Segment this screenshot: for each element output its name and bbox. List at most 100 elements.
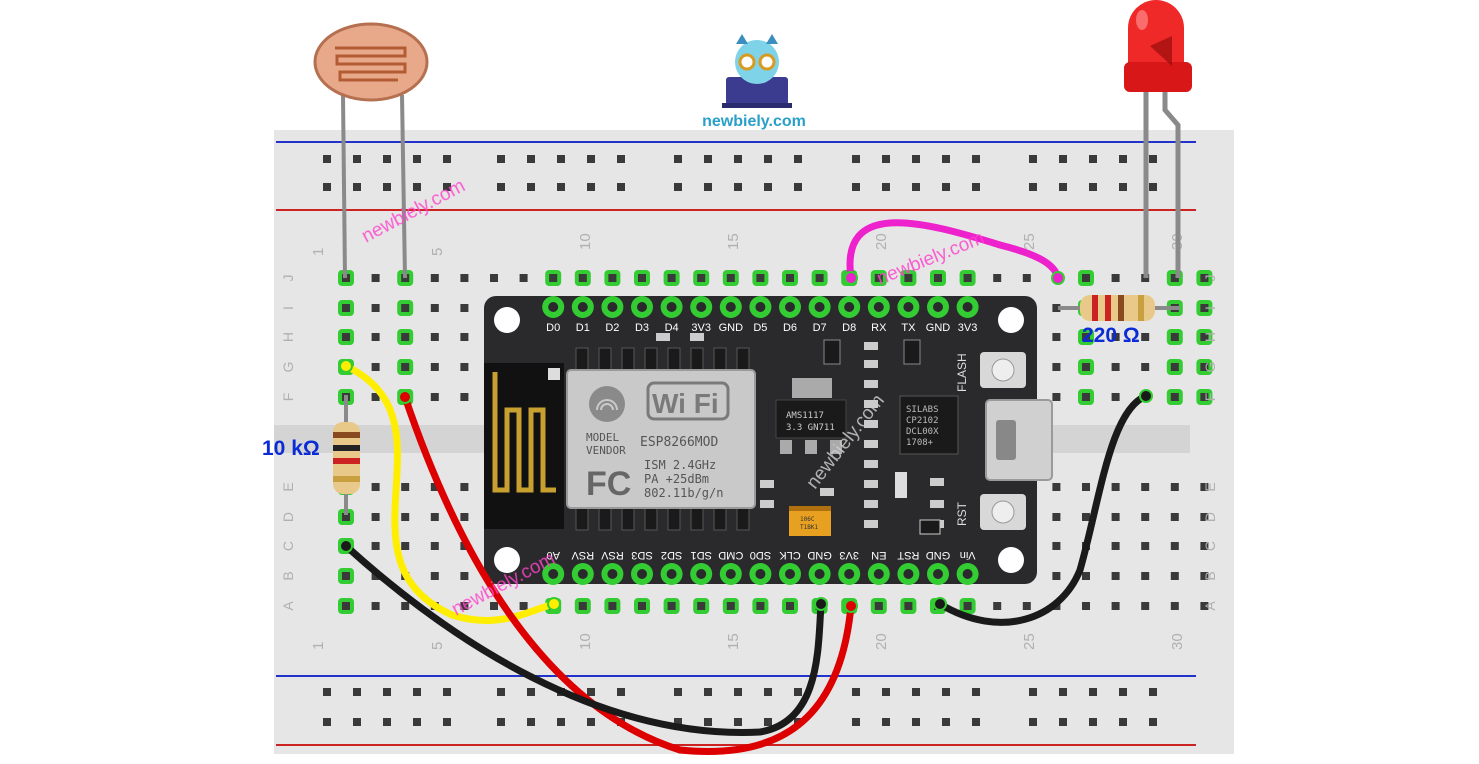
hole	[1052, 513, 1061, 521]
header-pad-hole	[607, 569, 618, 579]
hole	[342, 274, 350, 282]
module-pin	[621, 347, 635, 371]
rail-hole	[443, 155, 451, 163]
smd-part	[864, 342, 878, 350]
module-spec-ism: ISM 2.4GHz	[644, 458, 716, 472]
row-letter-left: D	[280, 512, 296, 522]
hole	[371, 483, 380, 491]
rail-hole	[942, 688, 950, 696]
rail-hole	[1029, 183, 1037, 191]
rail-hole	[587, 688, 595, 696]
col-num-bottom: 20	[873, 633, 890, 650]
rail-hole	[942, 718, 950, 726]
rail-hole	[704, 183, 712, 191]
micro-usb-port[interactable]	[985, 399, 1053, 481]
rail-hole	[617, 183, 625, 191]
smd-part	[690, 333, 704, 341]
row-letter-right: G	[1202, 362, 1218, 373]
hole	[460, 602, 469, 610]
hole	[608, 602, 617, 610]
flash-button-cap[interactable]	[991, 358, 1015, 382]
rst-button-cap[interactable]	[991, 500, 1015, 524]
rail-hole	[443, 183, 451, 191]
wire-end	[339, 539, 353, 553]
header-pad-hole	[785, 569, 795, 579]
hole	[401, 513, 410, 521]
header-pad-hole	[903, 569, 914, 579]
hole	[371, 363, 380, 371]
rail-hole	[1059, 688, 1067, 696]
rail-hole	[1029, 155, 1037, 163]
hole	[1082, 333, 1090, 341]
wire-end	[933, 597, 947, 611]
wire-end	[844, 271, 858, 285]
rail-hole	[497, 155, 505, 163]
hole	[342, 513, 350, 521]
hole	[1141, 333, 1150, 341]
hole	[1141, 363, 1150, 371]
wire-end	[814, 597, 828, 611]
logo-laptop	[726, 77, 788, 105]
hole	[1052, 393, 1061, 401]
header-pad-hole	[577, 302, 588, 312]
hole	[1111, 274, 1120, 282]
hole	[934, 274, 942, 282]
pin-label-bottom: SD2	[661, 549, 682, 561]
hole	[490, 274, 498, 282]
hole	[519, 274, 528, 282]
row-letter-right: J	[1202, 275, 1218, 282]
hole	[578, 602, 587, 610]
rail-hole	[557, 718, 565, 726]
pin-label-bottom: RSV	[571, 549, 594, 561]
wire-end	[339, 359, 353, 373]
pin-label-top: RX	[871, 322, 887, 334]
usb-chip-text-4: 1708+	[906, 438, 934, 448]
hole	[371, 602, 380, 610]
hole	[342, 333, 350, 341]
rail-hole	[704, 688, 712, 696]
header-pad-hole	[666, 569, 677, 579]
hole	[401, 363, 410, 371]
rail-hole	[323, 155, 331, 163]
rail-hole	[972, 155, 980, 163]
hole	[815, 274, 824, 282]
rail-hole	[734, 688, 742, 696]
header-pad-hole	[637, 302, 647, 312]
hole	[401, 483, 410, 491]
rail-hole	[734, 718, 742, 726]
hole	[460, 333, 469, 341]
hole	[1022, 602, 1031, 610]
hole	[460, 393, 469, 401]
pin-label-top: GND	[719, 322, 744, 334]
module-vendor: VENDOR	[586, 444, 626, 457]
rail-hole	[383, 155, 391, 163]
photoresistor	[313, 22, 429, 279]
hole	[1111, 363, 1120, 371]
led-die	[1150, 36, 1172, 66]
led-leg	[1162, 92, 1181, 278]
col-num-bottom: 25	[1021, 633, 1038, 650]
rail-hole	[674, 718, 682, 726]
hole	[638, 274, 646, 282]
smd-diode	[919, 519, 941, 535]
mounting-hole	[494, 547, 520, 573]
hole	[608, 274, 617, 282]
smd-part	[864, 460, 878, 468]
rail-hole	[527, 183, 535, 191]
rail-hole	[587, 183, 595, 191]
rail-hole	[912, 688, 920, 696]
pin-headers	[542, 296, 979, 585]
smd-part	[864, 380, 878, 388]
header-pad-hole	[755, 302, 766, 312]
rail-hole	[704, 155, 712, 163]
resistor-10k	[333, 395, 360, 515]
capacitor-text-2: T1BK1	[800, 524, 818, 531]
smd-transistor	[903, 339, 921, 365]
hole	[1052, 542, 1061, 550]
usb-uart-chip	[899, 395, 959, 455]
hole	[460, 363, 469, 371]
logo-text: newbiely.com	[702, 113, 806, 130]
hole	[993, 602, 1002, 610]
hole	[1170, 513, 1179, 521]
